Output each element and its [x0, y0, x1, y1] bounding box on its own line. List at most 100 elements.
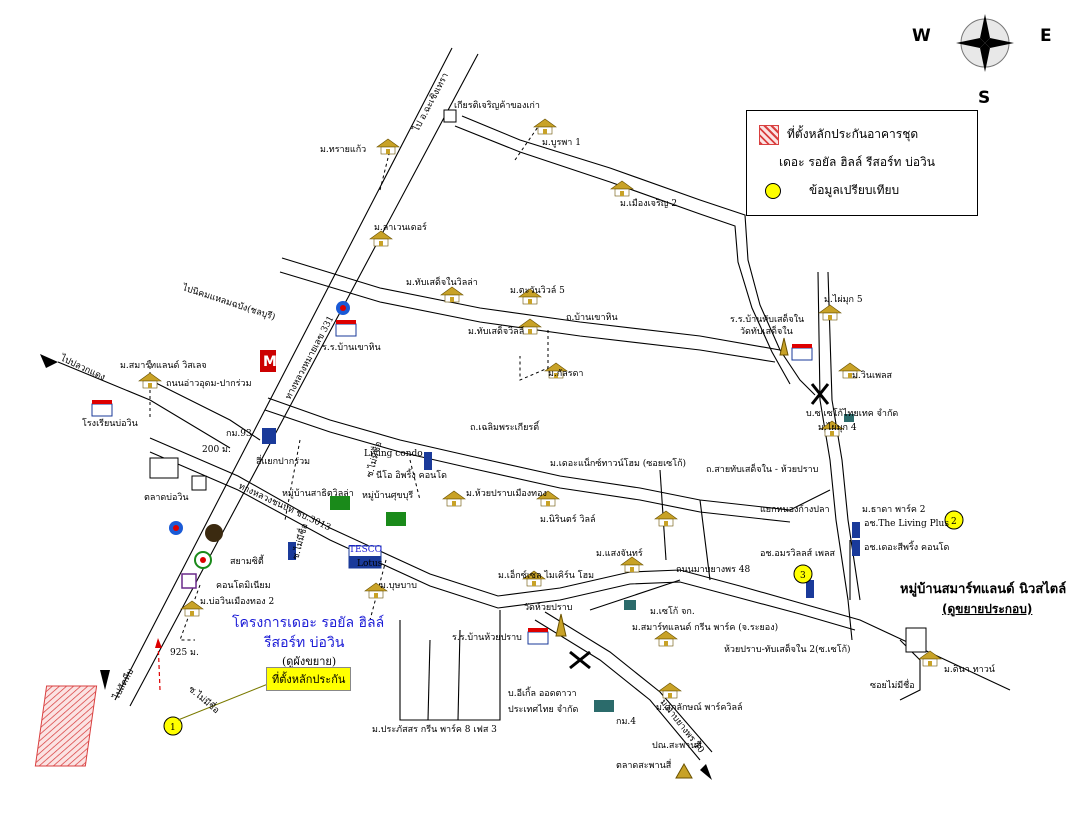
- svg-text:ซ.ไม่มีชื่อ: ซ.ไม่มีชื่อ: [186, 682, 223, 716]
- project-title: โครงการเดอะ รอยัล ฮิลล์: [232, 615, 385, 631]
- smartland-title: หมู่บ้านสมาร์ทแลนด์ นิวสไตล์: [900, 582, 1067, 597]
- road-3013: [149, 437, 1011, 691]
- svg-text:ม.ห้วยปราบเมืองทอง: ม.ห้วยปราบเมืองทอง: [466, 488, 547, 499]
- svg-text:ไปปลวกแดง: ไปปลวกแดง: [58, 352, 107, 383]
- svg-text:ถนนมาบยางพร 48: ถนนมาบยางพร 48: [676, 565, 751, 575]
- svg-text:วัดทับเสด็จใน: วัดทับเสด็จใน: [740, 324, 793, 337]
- compass-east: E: [1040, 26, 1052, 46]
- svg-text:1: 1: [170, 723, 176, 733]
- intersection-marker: [569, 383, 830, 670]
- svg-text:ม.สมาร์ทแลนด์ วิสเลจ: ม.สมาร์ทแลนด์ วิสเลจ: [120, 359, 207, 371]
- svg-text:ม.นิรินตร์ วิลล์: ม.นิรินตร์ วิลล์: [540, 513, 596, 525]
- building-icon: [424, 452, 432, 470]
- svg-text:โรงเรียนบ่อวิน: โรงเรียนบ่อวิน: [82, 418, 138, 429]
- compass: [950, 8, 1020, 78]
- svg-text:อช.The Living Plus: อช.The Living Plus: [864, 519, 949, 529]
- road-north-east: [461, 115, 816, 396]
- svg-text:ม.กัลรดา: ม.กัลรดา: [548, 369, 584, 379]
- svg-text:Living condo: Living condo: [364, 449, 423, 459]
- svg-text:ม.ทับเสด็จวิลล์: ม.ทับเสด็จวิลล์: [468, 324, 524, 337]
- svg-text:บ.ซ เซโก้ไทยเทค จำกัด: บ.ซ เซโก้ไทยเทค จำกัด: [806, 408, 898, 419]
- svg-text:กม.4: กม.4: [616, 717, 636, 727]
- bank-icon: [260, 350, 276, 372]
- legend-compare-label: ข้อมูลเปรียบเทียบ: [809, 183, 900, 197]
- svg-text:ม.เดอะแน็กซ์ทาวน์โฮม (ซอยเซโก้: ม.เดอะแน็กซ์ทาวน์โฮม (ซอยเซโก้): [550, 456, 686, 469]
- svg-text:สยามซิตี้: สยามซิตี้: [230, 554, 265, 567]
- svg-text:ม.ไผ่มุก 4: ม.ไผ่มุก 4: [818, 422, 857, 433]
- svg-text:กม.93: กม.93: [226, 429, 252, 439]
- svg-text:อช.เดอะสีพริ้ง คอนโด: อช.เดอะสีพริ้ง คอนโด: [864, 540, 949, 553]
- legend: ที่ตั้งหลักประกันอาคารชุด เดอะ รอยัล ฮิล…: [746, 110, 978, 216]
- svg-text:M: M: [263, 354, 277, 370]
- svg-text:ม.ศุภลักษณ์ พาร์ควิลล์: ม.ศุภลักษณ์ พาร์ควิลล์: [656, 701, 742, 713]
- school-icon: [335, 323, 357, 337]
- place-labels: เกียรติเจริญค้าของเก่า ม.บูรพา 1 ม.ทรายแ…: [82, 100, 995, 771]
- site-callout: ที่ตั้งหลักประกัน: [266, 667, 352, 691]
- marker-2[interactable]: 2: [944, 510, 964, 530]
- site-hatched-area: [34, 685, 98, 767]
- svg-text:ม.สมาร์ทแลนด์ กรีน พาร์ค (จ.ระ: ม.สมาร์ทแลนด์ กรีน พาร์ค (จ.ระยอง): [632, 621, 778, 633]
- svg-text:นีโอ อิพริ้ง คอนโด: นีโอ อิพริ้ง คอนโด: [376, 468, 447, 481]
- marker-3[interactable]: 3: [793, 564, 813, 584]
- wat-icon: [779, 337, 789, 356]
- temple-icon: [205, 524, 223, 542]
- svg-text:3: 3: [800, 571, 806, 581]
- svg-text:200 ม.: 200 ม.: [202, 445, 231, 455]
- svg-text:Lotus: Lotus: [357, 559, 383, 569]
- to-sattahip-label: ไปสัตหีบ: [110, 667, 136, 703]
- scb-icon: [181, 573, 197, 589]
- legend-site-label2: เดอะ รอยัล ฮิลล์ รีสอร์ท บ่อวิน: [779, 155, 935, 169]
- highway-331: [114, 47, 479, 707]
- legend-site-label: ที่ตั้งหลักประกันอาคารชุด: [787, 127, 919, 141]
- svg-text:วัดห้วยปราบ: วัดห้วยปราบ: [524, 602, 573, 613]
- svg-text:ร.ร.บ้านห้วยปราบ: ร.ร.บ้านห้วยปราบ: [452, 632, 522, 643]
- svg-text:ม.บ่อวินเมืองทอง 2: ม.บ่อวินเมืองทอง 2: [200, 596, 274, 607]
- svg-text:ตลาดบ่อวิน: ตลาดบ่อวิน: [144, 492, 189, 503]
- marker-1[interactable]: 1: [163, 716, 183, 736]
- svg-text:ห้วยปราบ-ทับเสด็จใน 2(ซ.เซโก้): ห้วยปราบ-ทับเสด็จใน 2(ซ.เซโก้): [724, 642, 851, 655]
- svg-text:ม.ดินา ทาวน์: ม.ดินา ทาวน์: [944, 663, 995, 675]
- svg-text:ถนนอ่าวอุดม-ปากร่วม: ถนนอ่าวอุดม-ปากร่วม: [166, 379, 252, 389]
- svg-text:ม.บุษบาบ: ม.บุษบาบ: [380, 581, 417, 591]
- svg-text:คอนโดมิเนียม: คอนโดมิเนียม: [216, 580, 271, 591]
- svg-text:หมู่บ้านศุขบุรี: หมู่บ้านศุขบุรี: [362, 490, 413, 501]
- svg-text:ร.ร.บ้านทับเสด็จใน: ร.ร.บ้านทับเสด็จใน: [730, 312, 804, 325]
- svg-text:ม.เอ็กซ์เซล ไมเคิร์น โฮม: ม.เอ็กซ์เซล ไมเคิร์น โฮม: [498, 568, 594, 581]
- bank-bbl-icon: [262, 428, 276, 444]
- svg-text:ม.ตะวันวิวล์ 5: ม.ตะวันวิวล์ 5: [510, 284, 565, 296]
- svg-text:2: 2: [951, 517, 957, 527]
- svg-text:ร.ร.บ้านเขาหิน: ร.ร.บ้านเขาหิน: [322, 342, 381, 353]
- to-chachoengsao-label: ไป อ.ฉะเชิงเทรา: [410, 71, 451, 134]
- svg-text:ม.ประภัสสร กรีน พาร์ค 8 เฟส 3: ม.ประภัสสร กรีน พาร์ค 8 เฟส 3: [372, 723, 497, 735]
- svg-text:ม.ลาเวนเดอร์: ม.ลาเวนเดอร์: [374, 221, 427, 233]
- svg-text:เกียรติเจริญค้าของเก่า: เกียรติเจริญค้าของเก่า: [454, 100, 540, 111]
- svg-text:ถ.สายทับเสด็จใน - ห้วยปราบ: ถ.สายทับเสด็จใน - ห้วยปราบ: [706, 462, 819, 475]
- svg-text:ม.เซโก้ จก.: ม.เซโก้ จก.: [650, 606, 695, 617]
- svg-text:ประเทศไทย จำกัด: ประเทศไทย จำกัด: [508, 704, 578, 715]
- svg-text:ม.ทรายแก้ว: ม.ทรายแก้ว: [320, 144, 366, 155]
- compass-south: S: [978, 88, 991, 108]
- svg-text:ม.บูรพา 1: ม.บูรพา 1: [542, 138, 581, 148]
- svg-text:หมู่บ้านสาธิตวิลล่า: หมู่บ้านสาธิตวิลล่า: [282, 488, 354, 499]
- svg-text:บ.อีเกิ้ล ออดตาวา: บ.อีเกิ้ล ออดตาวา: [508, 686, 577, 699]
- svg-text:ถ.เฉลิมพระเกียรติ์: ถ.เฉลิมพระเกียรติ์: [470, 420, 541, 433]
- smartland-sub: (ดูขยายประกอบ): [942, 602, 1033, 616]
- project-title-2: รีสอร์ท บ่อวิน: [264, 635, 345, 651]
- village-clusters: [149, 109, 927, 653]
- svg-text:TESCO: TESCO: [349, 545, 382, 555]
- svg-text:ไปนิคมแหลมฉบัง(ชลบุรี): ไปนิคมแหลมฉบัง(ชลบุรี): [180, 282, 277, 323]
- svg-text:ม.เมืองเจริญ 2: ม.เมืองเจริญ 2: [620, 198, 677, 209]
- svg-text:ม.ธาดา พาร์ค 2: ม.ธาดา พาร์ค 2: [862, 503, 926, 515]
- svg-text:ม.ไผ่มุก 5: ม.ไผ่มุก 5: [824, 294, 863, 305]
- svg-text:แยกหนองก้างปลา: แยกหนองก้างปลา: [760, 504, 830, 515]
- svg-text:ม.ทับเสด็จในวิลล่า: ม.ทับเสด็จในวิลล่า: [406, 275, 478, 288]
- svg-text:ซอยไม่มีชื่อ: ซอยไม่มีชื่อ: [870, 678, 915, 691]
- svg-text:ม.วินเพลส: ม.วินเพลส: [852, 370, 893, 381]
- svg-text:ถ.บ้านเขาหิน: ถ.บ้านเขาหิน: [566, 312, 618, 323]
- legend-site-swatch: [759, 125, 779, 145]
- svg-text:อช.อมรวิลลส์ เพลส: อช.อมรวิลลส์ เพลส: [760, 547, 836, 559]
- svg-text:ซ.ไม่มีชื่อ: ซ.ไม่มีชื่อ: [288, 522, 310, 561]
- project-subtitle: (ดูผังขยาย): [282, 655, 337, 668]
